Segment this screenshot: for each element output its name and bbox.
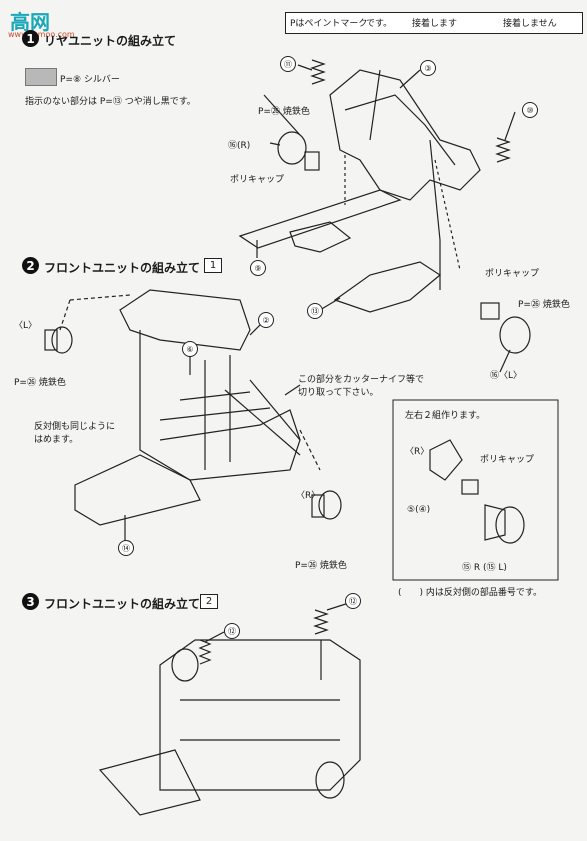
step3-box: 2 bbox=[200, 594, 218, 609]
burnt-iron-right-label: P=㉖ 焼鉄色 bbox=[518, 300, 570, 310]
part-11: ⑪ bbox=[280, 56, 296, 72]
legend-suffix: です。 bbox=[366, 19, 393, 29]
step1-title: リヤユニットの組み立て bbox=[44, 34, 177, 48]
watermark-url: www.tgmoo.com bbox=[8, 30, 75, 39]
part-12-right: ⑫ bbox=[345, 593, 361, 609]
part-16l-label: ⑯〈L〉 bbox=[490, 371, 523, 381]
part-3: ③ bbox=[420, 60, 436, 76]
detail-right-label: 〈R〉 bbox=[405, 447, 430, 457]
step3-title: フロントユニットの組み立て bbox=[44, 597, 201, 611]
part-14: ⑭ bbox=[118, 540, 134, 556]
left-label: 〈L〉 bbox=[14, 321, 38, 331]
part-16r-label: ⑯(R) bbox=[228, 141, 251, 151]
detail-part-54: ⑤(④) bbox=[407, 505, 431, 515]
burnt-iron-left-label: P=㉖ 焼鉄色 bbox=[14, 378, 66, 388]
right-label: 〈R〉 bbox=[296, 491, 321, 501]
legend-glued: 接着します bbox=[412, 19, 458, 29]
detail-poly-cap-label: ポリキャップ bbox=[480, 455, 535, 465]
step2-title: フロントユニットの組み立て bbox=[44, 261, 201, 275]
part-6: ⑥ bbox=[182, 341, 198, 357]
poly-cap-label-2: ポリキャップ bbox=[485, 269, 540, 279]
cut-line-2: 切り取って下さい。 bbox=[298, 388, 379, 398]
opposite-line-1: 反対側も同じように bbox=[34, 422, 116, 432]
part-10: ⑩ bbox=[522, 102, 538, 118]
make-two-label: 左右２組作ります。 bbox=[405, 411, 486, 421]
step2-number: 2 bbox=[22, 257, 39, 274]
silver-swatch bbox=[25, 68, 57, 86]
legend-box bbox=[285, 12, 583, 34]
burnt-iron-bottom-label: P=㉖ 焼鉄色 bbox=[295, 561, 347, 571]
step3-number: 3 bbox=[22, 593, 39, 610]
burnt-iron-top-label: P=㉖ 焼鉄色 bbox=[258, 107, 310, 117]
detail-part-15: ⑮ R (⑮ L) bbox=[462, 563, 507, 573]
legend-not-glued: 接着しません bbox=[503, 19, 557, 29]
detail-note: ( ) 内は反対側の部品番号です。 bbox=[398, 588, 542, 598]
part-12-left: ⑫ bbox=[224, 623, 240, 639]
part-2: ② bbox=[258, 312, 274, 328]
opposite-line-2: はめます。 bbox=[34, 435, 79, 445]
poly-cap-label-1: ポリキャップ bbox=[230, 175, 285, 185]
cut-line-1: この部分をカッターナイフ等で bbox=[298, 375, 425, 385]
step1-instruction: 指示のない部分は P=⑬ つや消し黒です。 bbox=[25, 97, 196, 107]
step2-box: 1 bbox=[204, 258, 222, 273]
silver-paint-label: P=⑧ シルバー bbox=[60, 75, 120, 85]
part-13: ⑬ bbox=[307, 303, 323, 319]
step1-number: 1 bbox=[22, 30, 39, 47]
part-9: ⑨ bbox=[250, 260, 266, 276]
legend-paint-mark: Pはペイントマーク bbox=[290, 19, 368, 29]
